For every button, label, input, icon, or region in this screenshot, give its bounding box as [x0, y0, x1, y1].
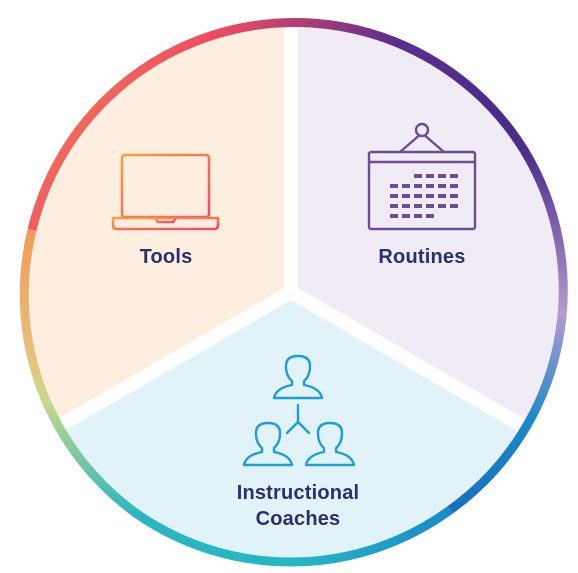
- segment-instructional-coaches: [57, 292, 525, 562]
- calendar-icon: [367, 122, 477, 231]
- segment-dividers: [50, 18, 532, 436]
- laptop-icon: [111, 153, 220, 231]
- routines-label: Routines: [378, 246, 466, 268]
- instructional-coaches-label: Instructional Coaches: [198, 480, 398, 532]
- team-hierarchy-icon: [242, 354, 356, 467]
- instructional-coaches-label-line-2: Coaches: [255, 508, 341, 530]
- gradient-ring: [19, 18, 568, 567]
- instructional-coaches-label-line-1: Instructional: [236, 482, 360, 504]
- tools-label: Tools: [139, 246, 193, 268]
- calendar-grid: [390, 174, 458, 218]
